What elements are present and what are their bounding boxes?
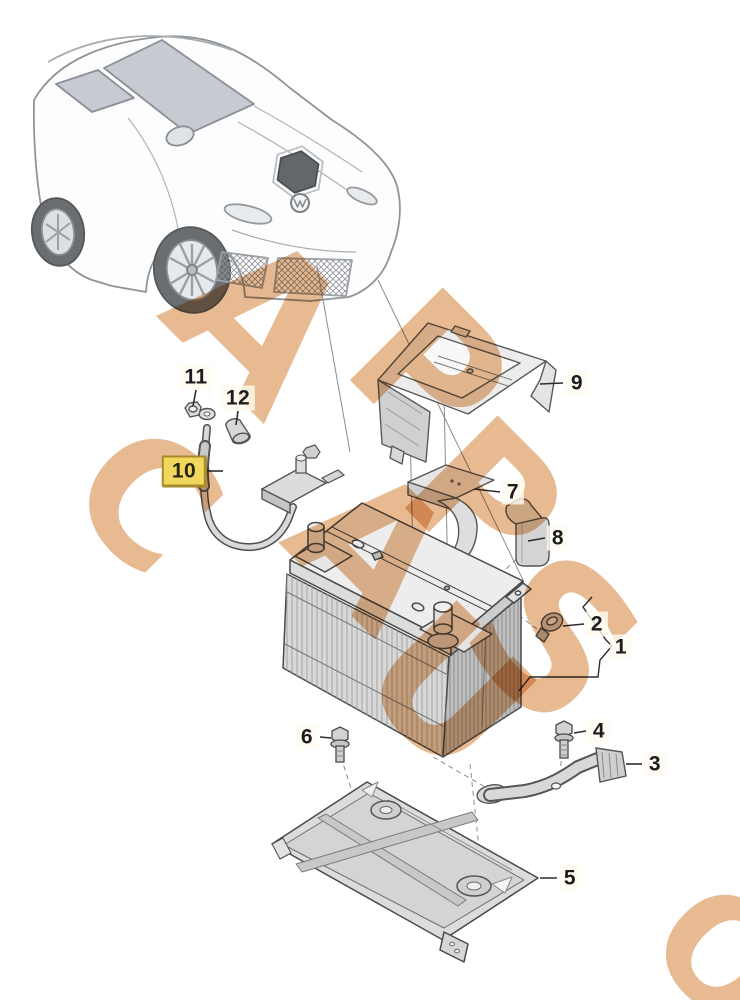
bumper-crease	[231, 229, 357, 253]
part-8-terminal-cap	[505, 498, 550, 567]
windshield	[103, 39, 255, 135]
car-illustration	[30, 35, 401, 314]
headlight-left	[223, 203, 273, 225]
callout-9[interactable]: 9	[565, 370, 589, 396]
hood-hexagon	[276, 150, 320, 194]
grille	[273, 257, 353, 297]
callout-3[interactable]: 3	[643, 751, 667, 777]
part-12-cap-nut	[225, 418, 251, 445]
callout-1[interactable]: 1	[609, 634, 633, 660]
part-4-bolt	[554, 720, 574, 759]
headlight-right	[346, 186, 378, 206]
hood-crease-1	[253, 105, 363, 173]
callout-5[interactable]: 5	[558, 865, 582, 891]
callout-4[interactable]: 4	[587, 718, 611, 744]
part-11-hex-nut	[184, 401, 202, 418]
rear-wheel	[30, 197, 86, 267]
callout-6[interactable]: 6	[295, 724, 319, 750]
roof-line	[47, 35, 233, 63]
front-wheel	[152, 226, 232, 314]
side-window	[55, 69, 135, 113]
part-6-bolt	[330, 726, 350, 763]
callout-12[interactable]: 12	[220, 385, 256, 411]
vw-badge-mark	[293, 198, 307, 208]
part-9-battery-console	[377, 322, 557, 465]
callout-7[interactable]: 7	[501, 479, 525, 505]
callout-11[interactable]: 11	[179, 364, 213, 390]
part-7-retainer-bracket	[407, 464, 495, 561]
vw-badge	[290, 193, 310, 213]
battery	[282, 502, 532, 758]
side-mirror	[165, 125, 195, 147]
leader-lines	[192, 382, 642, 879]
callout-2[interactable]: 2	[585, 611, 609, 637]
part-5-battery-tray	[271, 781, 539, 963]
part-2-plug	[535, 612, 564, 644]
part-3-holddown-clamp	[476, 747, 627, 804]
fog-intake	[215, 251, 269, 289]
callout-10[interactable]: 10	[161, 455, 207, 487]
callout-8[interactable]: 8	[546, 525, 570, 551]
